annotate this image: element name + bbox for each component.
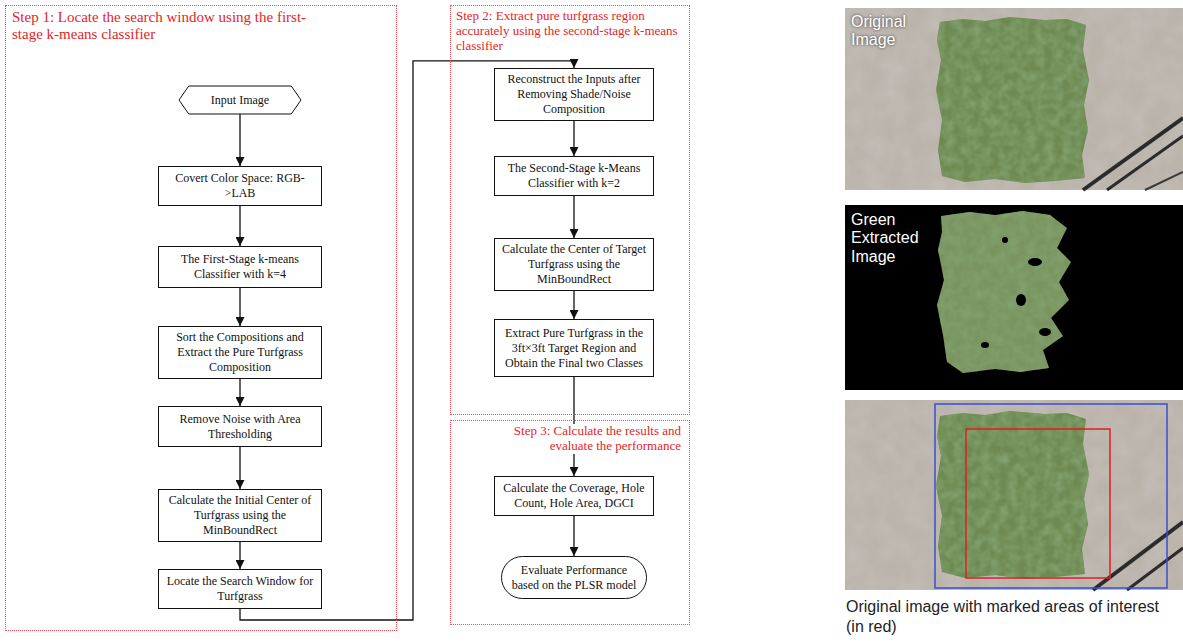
- photo-label: Original Image: [851, 13, 929, 50]
- box-text-group: The First-Stage k-means Classifier with …: [165, 252, 315, 282]
- flow-arrow: [239, 288, 240, 326]
- photo-label: Green Extracted Image: [851, 211, 939, 266]
- step-heading: Step 2: Extract pure turfgrass region ac…: [456, 9, 686, 54]
- flow-arrow: [573, 121, 574, 156]
- box-text-group: Remove Noise with Area Thresholding: [165, 412, 315, 442]
- hexagon-shape: [179, 86, 301, 114]
- flow-arrow: [573, 291, 574, 319]
- box-text: Sort the Compositions and Extract the Pu…: [165, 330, 315, 375]
- box-text-group: Extract Pure Turfgrass in the 3ft×3ft Ta…: [501, 326, 647, 371]
- box-text: Calculate the Center of Target Turfgrass…: [501, 242, 647, 287]
- step-region: Step 1: Locate the search window using t…: [5, 5, 397, 631]
- box-text-group: Covert Color Space: RGB->LAB: [165, 171, 315, 201]
- process-box: Reconstruct the Inputs after Removing Sh…: [494, 68, 654, 121]
- flow-arrow: [239, 379, 240, 406]
- flow-arrow: [573, 516, 574, 556]
- box-text: Extract Pure Turfgrass in the 3ft×3ft Ta…: [501, 326, 647, 371]
- step-heading: Step 3: Calculate the results and evalua…: [489, 424, 683, 454]
- step-region: Step 2: Extract pure turfgrass region ac…: [450, 5, 690, 415]
- process-box: Calculate the Initial Center of Turfgras…: [158, 489, 322, 542]
- step-region: Step 3: Calculate the results and evalua…: [450, 420, 690, 625]
- box-text-group: Evaluate Performance based on the PLSR m…: [508, 563, 640, 593]
- box-text: The First-Stage k-means Classifier with …: [165, 252, 315, 282]
- box-text: Calculate the Initial Center of Turfgras…: [165, 493, 315, 538]
- box-text-group: Input Image: [211, 93, 269, 108]
- process-box: Calculate the Coverage, Hole Count, Hole…: [494, 476, 654, 516]
- process-box: Sort the Compositions and Extract the Pu…: [158, 326, 322, 379]
- box-text-group: The Second-Stage k-Means Classifier with…: [501, 161, 647, 191]
- box-text: Covert Color Space: RGB->LAB: [165, 171, 315, 201]
- box-text-group: Locate the Search Window for Turfgrass: [165, 574, 315, 604]
- process-box: The First-Stage k-means Classifier with …: [158, 246, 322, 288]
- flow-arrow: [239, 447, 240, 489]
- box-text: Input Image: [211, 93, 269, 108]
- flow-arrow: [239, 542, 240, 569]
- box-text: Evaluate Performance based on the PLSR m…: [508, 563, 640, 593]
- process-box: Remove Noise with Area Thresholding: [158, 406, 322, 447]
- box-text-group: Sort the Compositions and Extract the Pu…: [165, 330, 315, 375]
- flow-arrow: [239, 206, 240, 246]
- terminal-box: Evaluate Performance based on the PLSR m…: [501, 556, 647, 599]
- box-text: Locate the Search Window for Turfgrass: [165, 574, 315, 604]
- flow-arrow: [573, 196, 574, 238]
- process-box: Locate the Search Window for Turfgrass: [158, 569, 322, 609]
- box-text-group: Calculate the Initial Center of Turfgras…: [165, 493, 315, 538]
- process-box: Calculate the Center of Target Turfgrass…: [494, 238, 654, 291]
- box-text-group: Reconstruct the Inputs after Removing Sh…: [501, 72, 647, 117]
- process-box: Extract Pure Turfgrass in the 3ft×3ft Ta…: [494, 319, 654, 377]
- flow-arrow: [239, 114, 240, 166]
- input-hexagon: Input Image: [179, 86, 301, 114]
- process-box: Covert Color Space: RGB->LAB: [158, 166, 322, 206]
- box-text: Reconstruct the Inputs after Removing Sh…: [501, 72, 647, 117]
- step-heading: Step 1: Locate the search window using t…: [12, 9, 312, 44]
- box-text: Remove Noise with Area Thresholding: [165, 412, 315, 442]
- box-text: Calculate the Coverage, Hole Count, Hole…: [501, 481, 647, 511]
- box-text-group: Calculate the Coverage, Hole Count, Hole…: [501, 481, 647, 511]
- box-text-group: Calculate the Center of Target Turfgrass…: [501, 242, 647, 287]
- process-box: The Second-Stage k-Means Classifier with…: [494, 156, 654, 196]
- photo-illustration: [845, 0, 1183, 643]
- figure-caption: Original image with marked areas of inte…: [846, 597, 1180, 637]
- box-text: The Second-Stage k-Means Classifier with…: [501, 161, 647, 191]
